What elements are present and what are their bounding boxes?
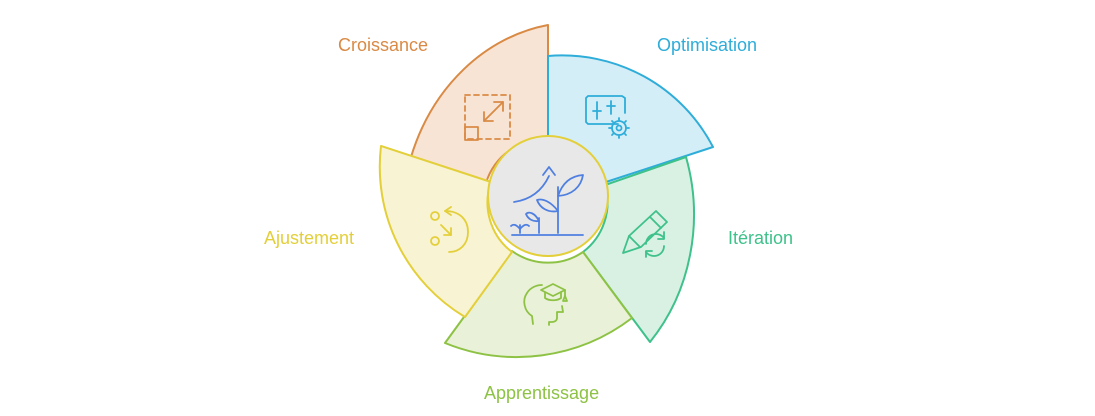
adjust-path-icon xyxy=(430,206,469,253)
ajustement-segment xyxy=(378,145,513,318)
pencil-refresh-icon xyxy=(622,210,668,258)
optimisation-label: Optimisation xyxy=(657,35,758,55)
resize-arrows-icon xyxy=(464,94,511,141)
iteration-label: Itération xyxy=(728,228,794,248)
growth-plant-icon xyxy=(510,166,584,236)
croissance-label: Croissance xyxy=(338,35,429,55)
settings-sliders-gear-icon xyxy=(585,95,630,139)
center-circle xyxy=(487,135,609,257)
apprentissage-segment xyxy=(444,250,633,358)
ajustement-label: Ajustement xyxy=(264,228,355,248)
graduation-head-icon xyxy=(523,283,568,326)
apprentissage-label: Apprentissage xyxy=(484,383,600,403)
